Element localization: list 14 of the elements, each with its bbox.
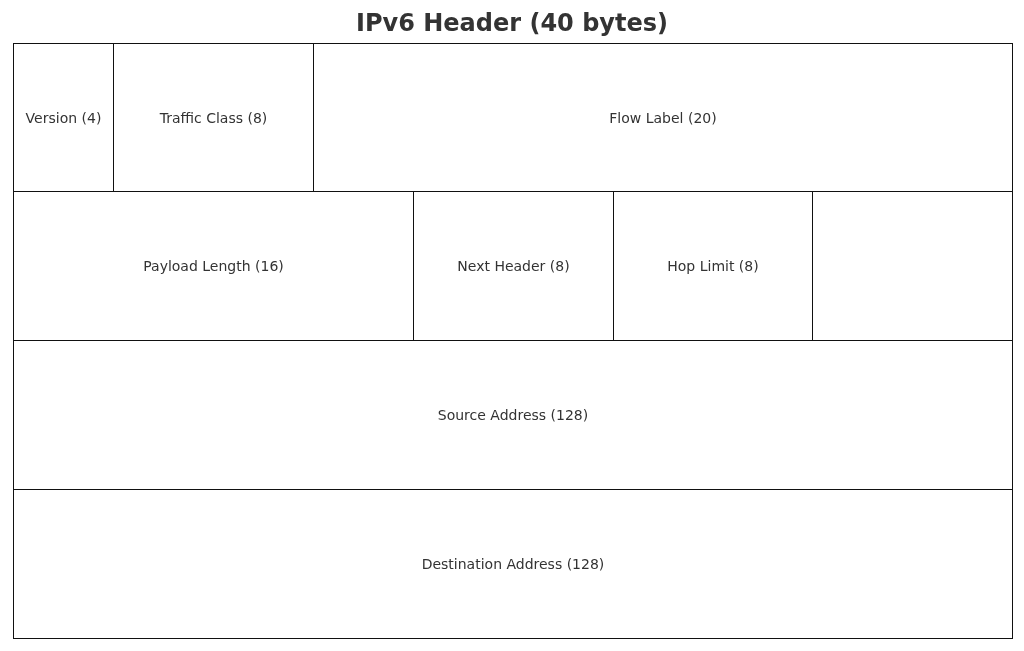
header-field	[313, 43, 1013, 193]
header-field	[13, 43, 114, 193]
field-label: Destination Address (128)	[420, 556, 606, 572]
header-field	[13, 191, 414, 341]
field-label: Next Header (8)	[456, 258, 571, 274]
field-label: Flow Label (20)	[608, 110, 718, 126]
field-label: Traffic Class (8)	[158, 110, 269, 126]
field-label: Hop Limit (8)	[666, 258, 760, 274]
header-field	[13, 340, 1013, 490]
header-field	[13, 489, 1013, 639]
field-label: Source Address (128)	[436, 407, 590, 423]
field-label: Payload Length (16)	[142, 258, 285, 274]
diagram-title: IPv6 Header (40 bytes)	[356, 8, 668, 38]
field-label: Version (4)	[24, 110, 103, 126]
